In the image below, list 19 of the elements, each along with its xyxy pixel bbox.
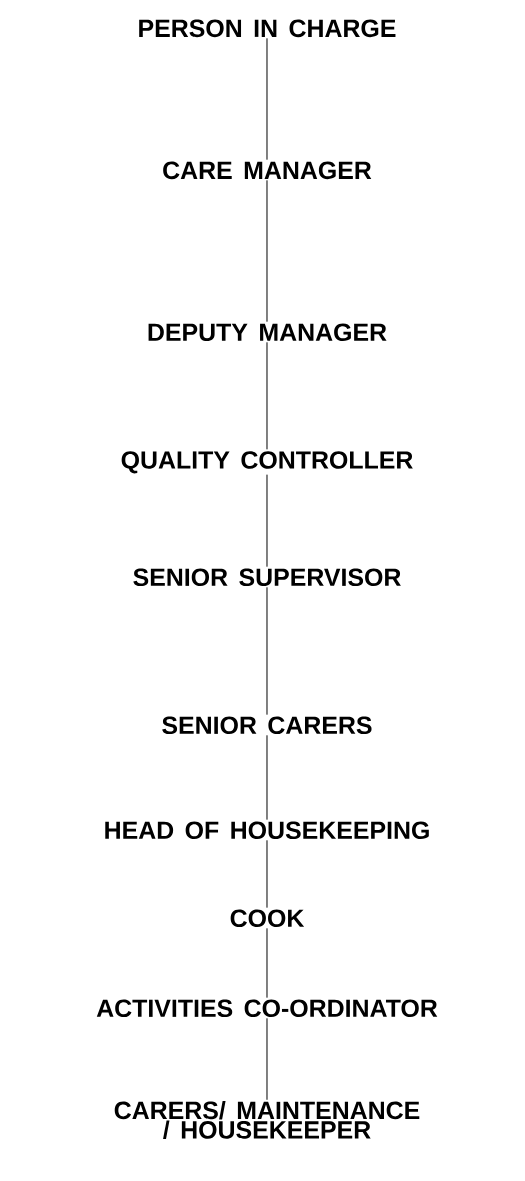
role-title: SENIOR SUPERVISOR — [133, 568, 401, 587]
role-title: ACTIVITIES CO-ORDINATOR — [96, 999, 438, 1018]
connector-line — [266, 734, 268, 821]
connector-line — [266, 341, 268, 450]
role-title: PERSON IN CHARGE — [139, 19, 396, 38]
role-title: SENIOR CARERS — [162, 716, 372, 735]
role-title: COOK — [230, 909, 305, 928]
connector-line — [266, 179, 268, 323]
connector-line — [266, 37, 268, 161]
role-title: HEAD OF HOUSEKEEPING — [105, 821, 429, 840]
connector-line — [266, 1017, 268, 1101]
connector-line — [266, 586, 268, 716]
role-title: DEPUTY MANAGER — [148, 323, 387, 342]
connector-line — [266, 839, 268, 909]
connector-line — [266, 927, 268, 999]
connector-line — [266, 474, 268, 568]
role-title: CARE MANAGER — [163, 161, 372, 180]
role-title: QUALITY CONTROLLER — [121, 451, 413, 474]
role-title: CARERS/ MAINTENANCE / HOUSEKEEPER — [114, 1100, 420, 1139]
